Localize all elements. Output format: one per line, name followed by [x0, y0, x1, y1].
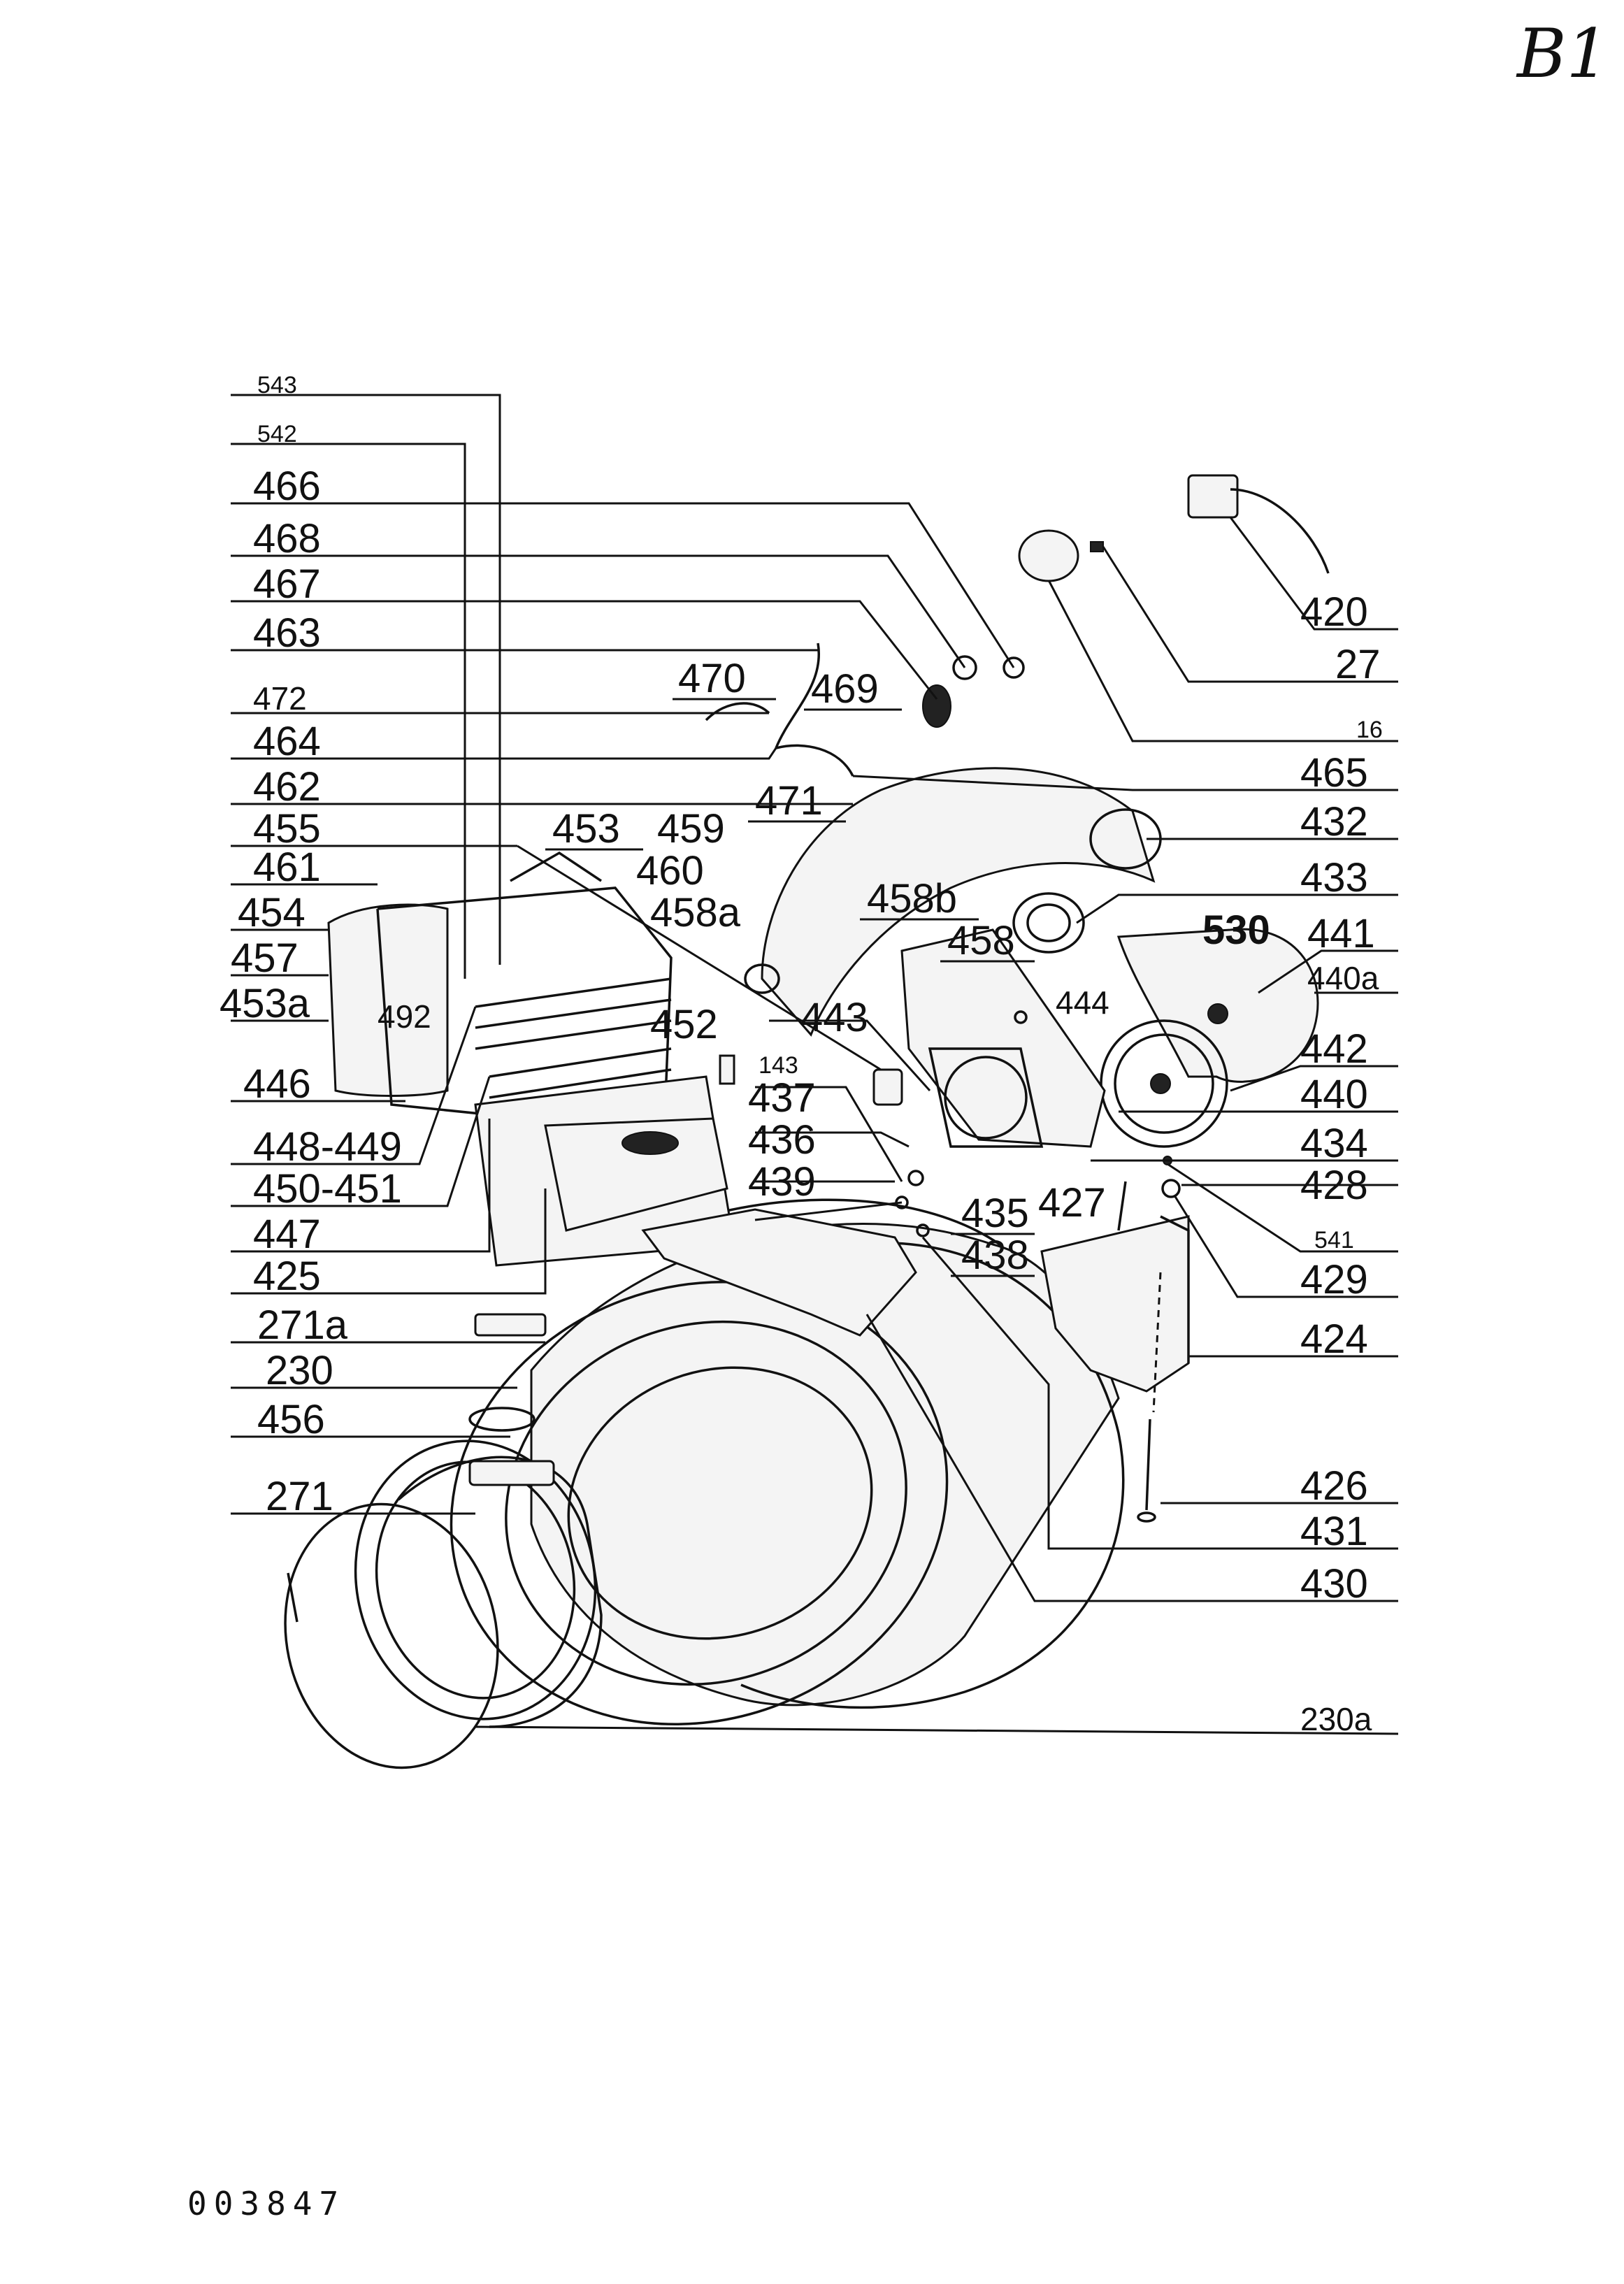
door-ring-part: [284, 1313, 603, 1769]
blower-part: [1100, 928, 1319, 1148]
label-472: 472: [253, 680, 307, 717]
labels-right: 420 27 16 465 432 433 530 441 440a 442 4…: [1202, 589, 1383, 1737]
label-436: 436: [748, 1117, 816, 1163]
label-458a: 458a: [650, 890, 741, 935]
label-437: 437: [748, 1075, 816, 1121]
label-433: 433: [1300, 855, 1368, 900]
label-420: 420: [1300, 589, 1368, 635]
labels-center: 470 469 471 453 459 460 458b 458a 458 49…: [378, 656, 1109, 1278]
label-458b: 458b: [867, 876, 957, 921]
label-453: 453: [552, 806, 620, 852]
label-424: 424: [1300, 1316, 1368, 1362]
label-440a: 440a: [1307, 960, 1379, 996]
label-467: 467: [253, 561, 321, 607]
label-428: 428: [1300, 1163, 1368, 1208]
label-426: 426: [1300, 1463, 1368, 1509]
front-plate-part: [641, 1208, 917, 1337]
heater-duct-part: [327, 851, 735, 1267]
drum-part: [450, 1198, 1125, 1726]
label-16: 16: [1356, 717, 1383, 743]
label-230a: 230a: [1300, 1701, 1372, 1737]
label-435: 435: [961, 1191, 1029, 1236]
label-442: 442: [1300, 1026, 1368, 1072]
label-463: 463: [253, 610, 321, 656]
label-452: 452: [650, 1002, 718, 1047]
label-543: 543: [257, 372, 297, 398]
pressure-switch-part: [1018, 474, 1330, 582]
motor-part: [872, 928, 1106, 1148]
hose-part: [705, 642, 1025, 777]
leader-lines: [231, 394, 1399, 1735]
label-454: 454: [238, 890, 306, 935]
label-530: 530: [1202, 907, 1270, 953]
label-459: 459: [657, 806, 725, 852]
label-470: 470: [678, 656, 746, 701]
label-450-451: 450-451: [253, 1166, 402, 1212]
label-458: 458: [947, 918, 1015, 963]
label-466: 466: [253, 464, 321, 509]
label-456: 456: [257, 1397, 325, 1442]
label-230: 230: [266, 1348, 333, 1393]
label-434: 434: [1300, 1121, 1368, 1166]
label-542: 542: [257, 421, 297, 447]
label-438: 438: [961, 1233, 1029, 1278]
label-471: 471: [755, 778, 823, 824]
sheet-mark: B1: [1516, 15, 1609, 93]
label-448-449: 448-449: [253, 1124, 402, 1170]
label-441: 441: [1307, 911, 1375, 956]
label-464: 464: [253, 719, 321, 764]
label-468: 468: [253, 516, 321, 561]
label-457: 457: [231, 935, 299, 981]
label-425: 425: [253, 1254, 321, 1299]
label-underlines: [545, 698, 1035, 1277]
label-271a: 271a: [257, 1302, 348, 1348]
label-439: 439: [748, 1159, 816, 1205]
label-440: 440: [1300, 1072, 1368, 1117]
label-443: 443: [800, 995, 868, 1040]
label-541: 541: [1314, 1227, 1354, 1254]
labels-left: 543 542 466 468 467 463 472 464 462 455 …: [220, 372, 402, 1519]
label-460: 460: [636, 848, 704, 893]
label-271: 271: [266, 1474, 333, 1519]
label-462: 462: [253, 764, 321, 810]
label-143: 143: [759, 1052, 798, 1079]
label-453a: 453a: [220, 981, 310, 1026]
label-432: 432: [1300, 799, 1368, 845]
label-444: 444: [1056, 984, 1109, 1021]
label-461: 461: [253, 845, 321, 890]
label-427: 427: [1038, 1180, 1106, 1226]
label-447: 447: [253, 1212, 321, 1257]
label-469: 469: [811, 666, 879, 712]
label-27: 27: [1335, 642, 1381, 687]
label-465: 465: [1300, 750, 1368, 796]
parts-artwork: [284, 474, 1330, 1769]
label-430: 430: [1300, 1561, 1368, 1607]
label-431: 431: [1300, 1509, 1368, 1554]
label-492: 492: [378, 998, 431, 1035]
label-455: 455: [253, 806, 321, 852]
label-446: 446: [243, 1061, 311, 1107]
drawing-number: 003847: [187, 2185, 345, 2222]
label-429: 429: [1300, 1257, 1368, 1302]
